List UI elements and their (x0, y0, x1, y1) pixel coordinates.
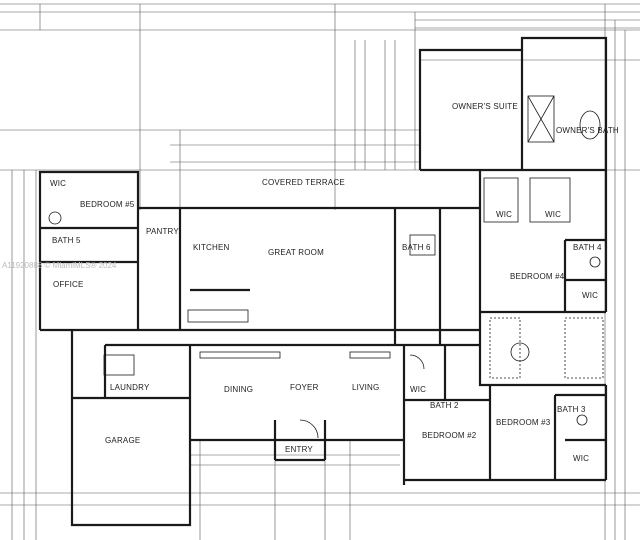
room-label-bedroom-2: BEDROOM #2 (422, 431, 477, 440)
fixtures (48, 95, 604, 439)
room-label-laundry: LAUNDRY (110, 383, 150, 392)
room-label-great-room: GREAT ROOM (268, 248, 324, 257)
room-label-foyer: FOYER (290, 383, 319, 392)
room-label-garage: GARAGE (105, 436, 140, 445)
room-label-wic-3: WIC (545, 210, 561, 219)
room-label-bath-3: BATH 3 (557, 405, 586, 414)
room-label-office: OFFICE (53, 280, 84, 289)
room-label-bedroom-4: BEDROOM #4 (510, 272, 565, 281)
room-label-wic-2: WIC (496, 210, 512, 219)
dimension-lines (0, 3, 640, 540)
room-label-covered-terrace: COVERED TERRACE (262, 178, 345, 187)
room-label-kitchen: KITCHEN (193, 243, 230, 252)
room-label-dining: DINING (224, 385, 253, 394)
room-label-wic-6: WIC (573, 454, 589, 463)
room-label-bedroom-3: BEDROOM #3 (496, 418, 551, 427)
room-label-bedroom-5: BEDROOM #5 (80, 200, 135, 209)
room-label-entry: ENTRY (285, 445, 313, 454)
room-label-wic-1: WIC (50, 179, 66, 188)
room-label-bath-4: BATH 4 (573, 243, 602, 252)
room-label-wic-5: WIC (410, 385, 426, 394)
room-label-wic-4: WIC (582, 291, 598, 300)
room-label-bath-2: BATH 2 (430, 401, 459, 410)
room-label-living: LIVING (352, 383, 379, 392)
room-label-bath-6: BATH 6 (402, 243, 431, 252)
room-label-owners-bath-line1: OWNER'S BATH (556, 126, 619, 135)
walls (38, 36, 608, 527)
room-label-owners-suite: OWNER'S SUITE (452, 102, 518, 111)
mls-watermark: A11920888 © MiamiMLS® 2024 (2, 261, 117, 270)
room-label-bath-5: BATH 5 (52, 236, 81, 245)
room-label-pantry: PANTRY (146, 227, 179, 236)
room-labels: OWNER'S SUITE OWNER'S BATH COVERED TERRA… (50, 102, 619, 463)
